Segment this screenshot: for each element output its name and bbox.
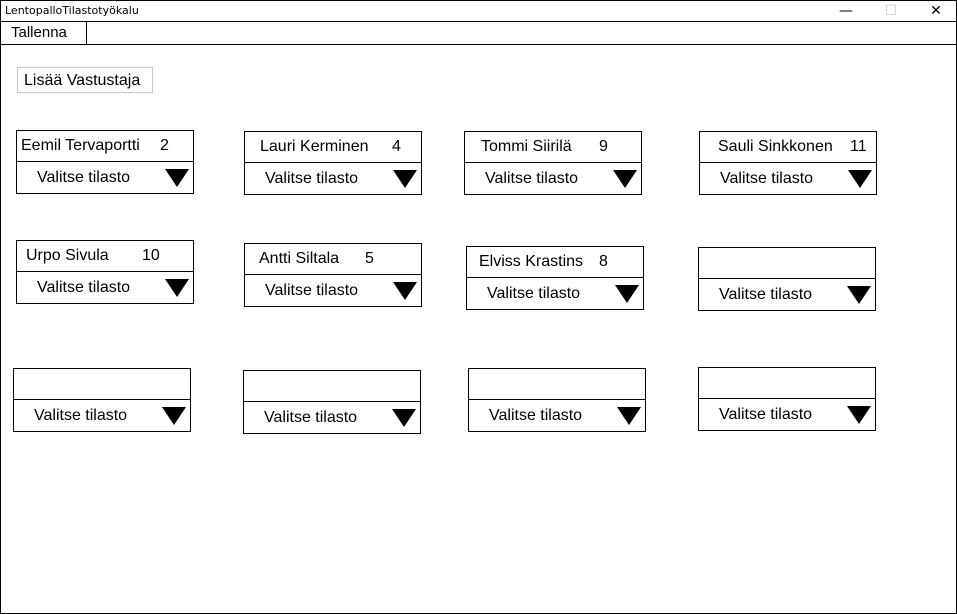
dropdown-arrow-icon[interactable] bbox=[615, 285, 639, 303]
stat-dropdown-label: Valitse tilasto bbox=[720, 170, 814, 187]
player-name: Sauli Sinkkonen bbox=[718, 138, 833, 155]
player-number: 11 bbox=[850, 138, 867, 155]
minimize-button[interactable]: — bbox=[839, 3, 853, 19]
stat-dropdown[interactable]: Valitse tilasto bbox=[244, 402, 420, 433]
player-name: Urpo Sivula bbox=[26, 247, 109, 264]
player-header bbox=[699, 368, 875, 399]
stat-dropdown[interactable]: Valitse tilasto bbox=[245, 163, 421, 194]
stat-dropdown[interactable]: Valitse tilasto bbox=[699, 399, 875, 430]
stat-dropdown[interactable]: Valitse tilasto bbox=[17, 162, 193, 193]
maximize-button[interactable]: ☐ bbox=[884, 3, 898, 19]
player-card: Lauri Kerminen 4 Valitse tilasto bbox=[244, 131, 422, 195]
player-card: Tommi Siirilä 9 Valitse tilasto bbox=[464, 131, 642, 195]
dropdown-arrow-icon[interactable] bbox=[393, 170, 417, 188]
player-header: Antti Siltala 5 bbox=[245, 244, 421, 275]
player-name: Elviss Krastins bbox=[479, 253, 584, 270]
dropdown-arrow-icon[interactable] bbox=[847, 406, 871, 424]
player-header bbox=[699, 248, 875, 279]
player-card: Valitse tilasto bbox=[13, 368, 191, 432]
stat-dropdown-label: Valitse tilasto bbox=[719, 406, 813, 423]
player-header: Urpo Sivula 10 bbox=[17, 241, 193, 272]
stat-dropdown[interactable]: Valitse tilasto bbox=[14, 400, 190, 431]
stat-dropdown[interactable]: Valitse tilasto bbox=[469, 400, 645, 431]
stat-dropdown[interactable]: Valitse tilasto bbox=[245, 275, 421, 306]
dropdown-arrow-icon[interactable] bbox=[847, 286, 871, 304]
player-number: 10 bbox=[142, 247, 160, 264]
player-number: 2 bbox=[160, 137, 169, 154]
player-header: Elviss Krastins 8 bbox=[467, 247, 643, 278]
dropdown-arrow-icon[interactable] bbox=[165, 169, 189, 187]
player-card: Eemil Tervaportti 2 Valitse tilasto bbox=[16, 130, 194, 194]
window-title: LentopalloTilastotyökalu bbox=[5, 4, 139, 17]
dropdown-arrow-icon[interactable] bbox=[393, 282, 417, 300]
player-header bbox=[244, 371, 420, 402]
player-header bbox=[469, 369, 645, 400]
dropdown-arrow-icon[interactable] bbox=[162, 407, 186, 425]
stat-dropdown[interactable]: Valitse tilasto bbox=[465, 163, 641, 194]
player-card: Urpo Sivula 10 Valitse tilasto bbox=[16, 240, 194, 304]
stat-dropdown-label: Valitse tilasto bbox=[264, 409, 358, 426]
add-opponent-button[interactable]: Lisää Vastustaja bbox=[17, 67, 153, 93]
dropdown-arrow-icon[interactable] bbox=[165, 279, 189, 297]
player-number: 9 bbox=[599, 138, 608, 155]
player-name: Eemil Tervaportti bbox=[21, 137, 140, 154]
player-number: 4 bbox=[392, 138, 401, 155]
stat-dropdown-label: Valitse tilasto bbox=[489, 407, 583, 424]
player-header bbox=[14, 369, 190, 400]
close-button[interactable]: ✕ bbox=[930, 3, 942, 19]
player-header: Eemil Tervaportti 2 bbox=[17, 131, 193, 162]
stat-dropdown-label: Valitse tilasto bbox=[37, 169, 131, 186]
player-name: Tommi Siirilä bbox=[481, 138, 572, 155]
player-card: Valitse tilasto bbox=[468, 368, 646, 432]
stat-dropdown-label: Valitse tilasto bbox=[265, 170, 359, 187]
stat-dropdown-label: Valitse tilasto bbox=[485, 170, 579, 187]
stat-dropdown-label: Valitse tilasto bbox=[37, 279, 131, 296]
player-card: Antti Siltala 5 Valitse tilasto bbox=[244, 243, 422, 307]
player-header: Lauri Kerminen 4 bbox=[245, 132, 421, 163]
player-header: Tommi Siirilä 9 bbox=[465, 132, 641, 163]
menu-bar: Tallenna bbox=[1, 21, 956, 45]
dropdown-arrow-icon[interactable] bbox=[613, 170, 637, 188]
player-card: Elviss Krastins 8 Valitse tilasto bbox=[466, 246, 644, 310]
player-number: 8 bbox=[599, 253, 608, 270]
dropdown-arrow-icon[interactable] bbox=[848, 170, 872, 188]
stat-dropdown[interactable]: Valitse tilasto bbox=[700, 163, 876, 194]
player-card: Valitse tilasto bbox=[698, 247, 876, 311]
stat-dropdown[interactable]: Valitse tilasto bbox=[17, 272, 193, 303]
stat-dropdown[interactable]: Valitse tilasto bbox=[467, 278, 643, 309]
stat-dropdown-label: Valitse tilasto bbox=[265, 282, 359, 299]
player-card: Sauli Sinkkonen 11 Valitse tilasto bbox=[699, 131, 877, 195]
stat-dropdown-label: Valitse tilasto bbox=[719, 286, 813, 303]
player-card: Valitse tilasto bbox=[243, 370, 421, 434]
player-name: Antti Siltala bbox=[259, 250, 340, 267]
dropdown-arrow-icon[interactable] bbox=[617, 407, 641, 425]
player-header: Sauli Sinkkonen 11 bbox=[700, 132, 876, 163]
stat-dropdown-label: Valitse tilasto bbox=[487, 285, 581, 302]
player-number: 5 bbox=[365, 250, 374, 267]
save-menu-item[interactable]: Tallenna bbox=[1, 22, 87, 44]
player-name: Lauri Kerminen bbox=[260, 138, 369, 155]
title-bar: LentopalloTilastotyökalu — ☐ ✕ bbox=[1, 1, 956, 21]
stat-dropdown[interactable]: Valitse tilasto bbox=[699, 279, 875, 310]
player-card: Valitse tilasto bbox=[698, 367, 876, 431]
dropdown-arrow-icon[interactable] bbox=[392, 409, 416, 427]
stat-dropdown-label: Valitse tilasto bbox=[34, 407, 128, 424]
